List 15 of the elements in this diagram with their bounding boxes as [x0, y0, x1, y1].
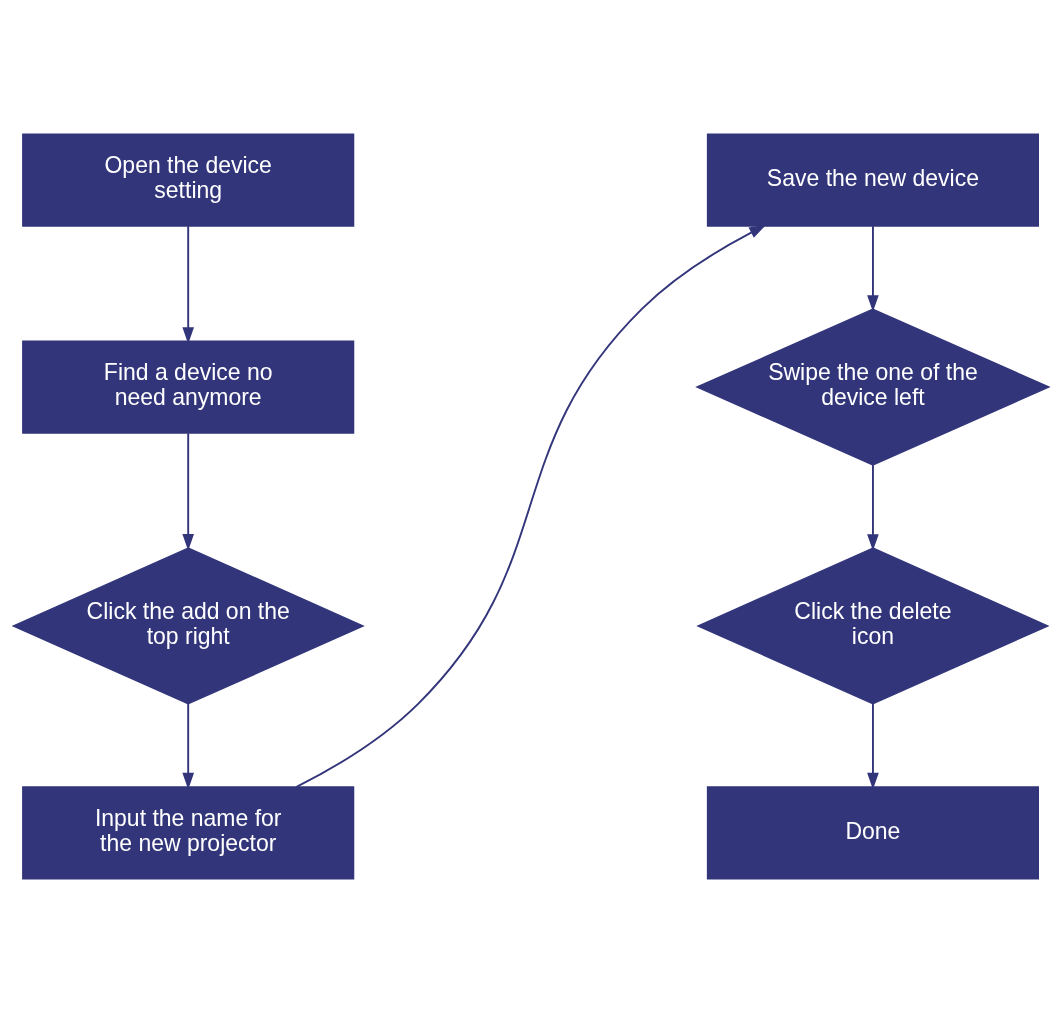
arrow: [295, 225, 766, 788]
arrow: [867, 702, 879, 790]
node-diamond: Click the add on the top right: [11, 547, 365, 705]
node-box: Save the new device: [706, 133, 1039, 227]
node-box: Find a device no need anymore: [22, 340, 355, 434]
node-diamond: Click the delete icon: [696, 547, 1050, 705]
node-box: Open the device setting: [22, 133, 355, 227]
arrow: [182, 702, 195, 790]
arrow: [182, 432, 195, 551]
arrow: [182, 225, 195, 344]
arrow: [867, 225, 879, 312]
node-box: Done: [706, 786, 1039, 880]
node-diamond: Swipe the one of the device left: [695, 308, 1051, 466]
node-box: Input the name for the new projector: [22, 786, 355, 880]
arrow: [867, 464, 879, 551]
